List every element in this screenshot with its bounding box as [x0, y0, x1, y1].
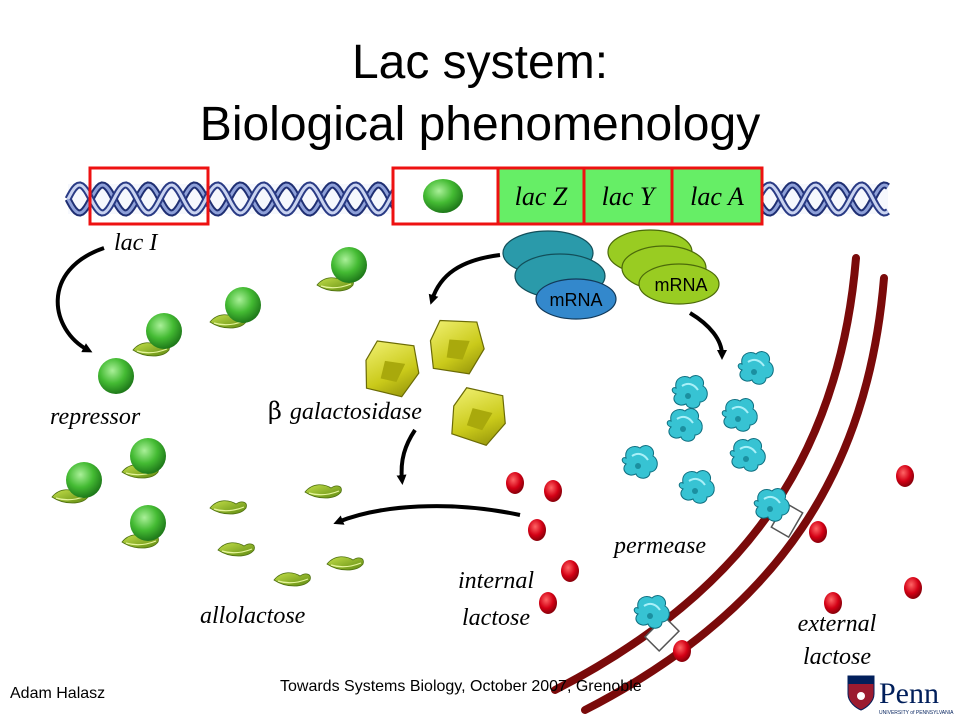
- mrna-teal-stack: mRNA: [502, 230, 617, 320]
- internal-lactose-label-2: lactose: [462, 605, 530, 631]
- lac-i-label: lac I: [114, 230, 158, 256]
- repressor-ball: [225, 287, 261, 323]
- arrow-lactose-to-allolactose: [333, 504, 521, 525]
- lac-a-gene-box: [670, 166, 764, 226]
- galactosidase-word: galactosidase: [290, 399, 422, 425]
- author-footer: Adam Halasz: [10, 685, 106, 702]
- mrna-label-right: mRNA: [655, 275, 708, 295]
- lactose-group: [506, 465, 922, 662]
- repressor-ball: [146, 313, 182, 349]
- repressor-ball: [331, 247, 367, 283]
- repressor-group: [51, 247, 367, 549]
- arrow-galactosidase-down: [396, 428, 417, 485]
- bound-repressor: [423, 179, 463, 213]
- galactosidase-group: [365, 319, 506, 447]
- beta-symbol: β: [268, 397, 282, 425]
- process-arrows: [55, 246, 727, 525]
- gene-region: lac Z lac Y lac A: [88, 166, 764, 226]
- permease-label: permease: [612, 533, 706, 559]
- allolactose-label: allolactose: [200, 603, 306, 629]
- lac-z-label: lac Z: [515, 182, 568, 211]
- penn-logo: Penn UNIVERSITY of PENNSYLVANIA: [847, 675, 954, 716]
- lac-a-label: lac A: [690, 182, 744, 211]
- slide-title-line2: Biological phenomenology: [199, 98, 761, 151]
- repressor-ball: [130, 505, 166, 541]
- lac-i-gene-box: [88, 166, 210, 226]
- repressor-ball: [98, 358, 134, 394]
- penn-logo-text: Penn: [879, 677, 939, 710]
- mrna-lime-stack: mRNA: [607, 229, 720, 305]
- external-lactose-label-1: external: [798, 611, 877, 637]
- repressor-ball: [130, 438, 166, 474]
- slide-title-line1: Lac system:: [351, 36, 609, 89]
- external-lactose-label-2: lactose: [803, 644, 871, 670]
- arrow-mrna-to-permease: [688, 311, 727, 360]
- lac-z-gene-box: [496, 166, 586, 226]
- permease-group: [621, 350, 804, 653]
- lac-y-label: lac Y: [602, 182, 657, 211]
- repressor-label: repressor: [50, 404, 141, 430]
- galactosidase-label: β galactosidase: [268, 397, 422, 425]
- penn-logo-subtext: UNIVERSITY of PENNSYLVANIA: [879, 710, 954, 716]
- allolactose-group: [209, 484, 364, 587]
- event-footer: Towards Systems Biology, October 2007, G…: [280, 678, 642, 695]
- cell-membrane: [551, 254, 888, 714]
- arrow-laci-to-repressor: [55, 246, 105, 353]
- internal-lactose-label-1: internal: [458, 568, 534, 594]
- repressor-ball: [66, 462, 102, 498]
- arrow-mrna-to-galactosidase: [428, 253, 501, 305]
- lac-y-gene-box: [582, 166, 674, 226]
- mrna-label-left: mRNA: [550, 290, 603, 310]
- penn-shield-icon: [847, 675, 875, 711]
